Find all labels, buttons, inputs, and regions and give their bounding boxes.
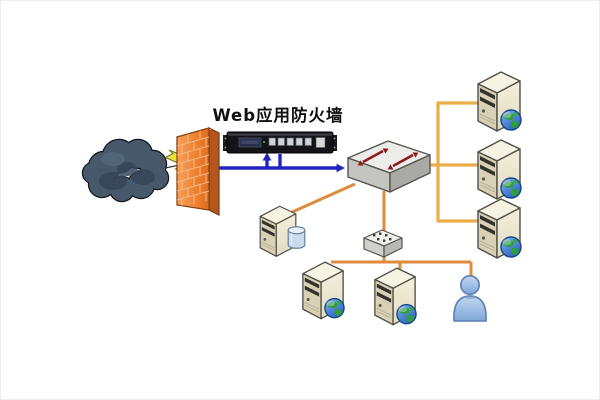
arrowhead-up-waf (262, 152, 272, 161)
link-blue-waf-path (219, 154, 337, 170)
internet-cloud-icon (81, 138, 170, 203)
rack-ear-right (332, 135, 337, 151)
web-server-2 (478, 140, 521, 199)
rack-ear-left (223, 135, 228, 151)
switch-traffic-arrows (357, 148, 419, 170)
arrowhead-into-switch (336, 163, 345, 173)
web-server-1 (478, 72, 521, 131)
link-right-column (425, 101, 478, 223)
waf-appliance-icon (223, 131, 337, 154)
cloud-highlight (101, 152, 125, 166)
appliance-led (262, 140, 266, 144)
firewall-brick-wall-icon (175, 127, 220, 216)
client-workstation-2 (375, 268, 416, 325)
client-workstation-1 (303, 262, 344, 319)
database-server-icon (259, 205, 306, 257)
appliance-top-highlight (228, 133, 332, 136)
lan-switch-icon (363, 229, 403, 258)
user-person-icon (453, 274, 487, 322)
link-switch-to-db (289, 182, 356, 215)
core-switch-icon (347, 140, 431, 193)
brick-pattern (177, 130, 209, 208)
links-switch-to-servers (425, 101, 478, 223)
appliance-ports (268, 137, 312, 146)
appliance-badge (315, 137, 326, 148)
lan-switch-ports (373, 232, 392, 242)
waf-label: Web应用防火墙 (212, 105, 343, 125)
database-cylinder-icon (287, 225, 306, 250)
web-server-3 (478, 199, 521, 258)
